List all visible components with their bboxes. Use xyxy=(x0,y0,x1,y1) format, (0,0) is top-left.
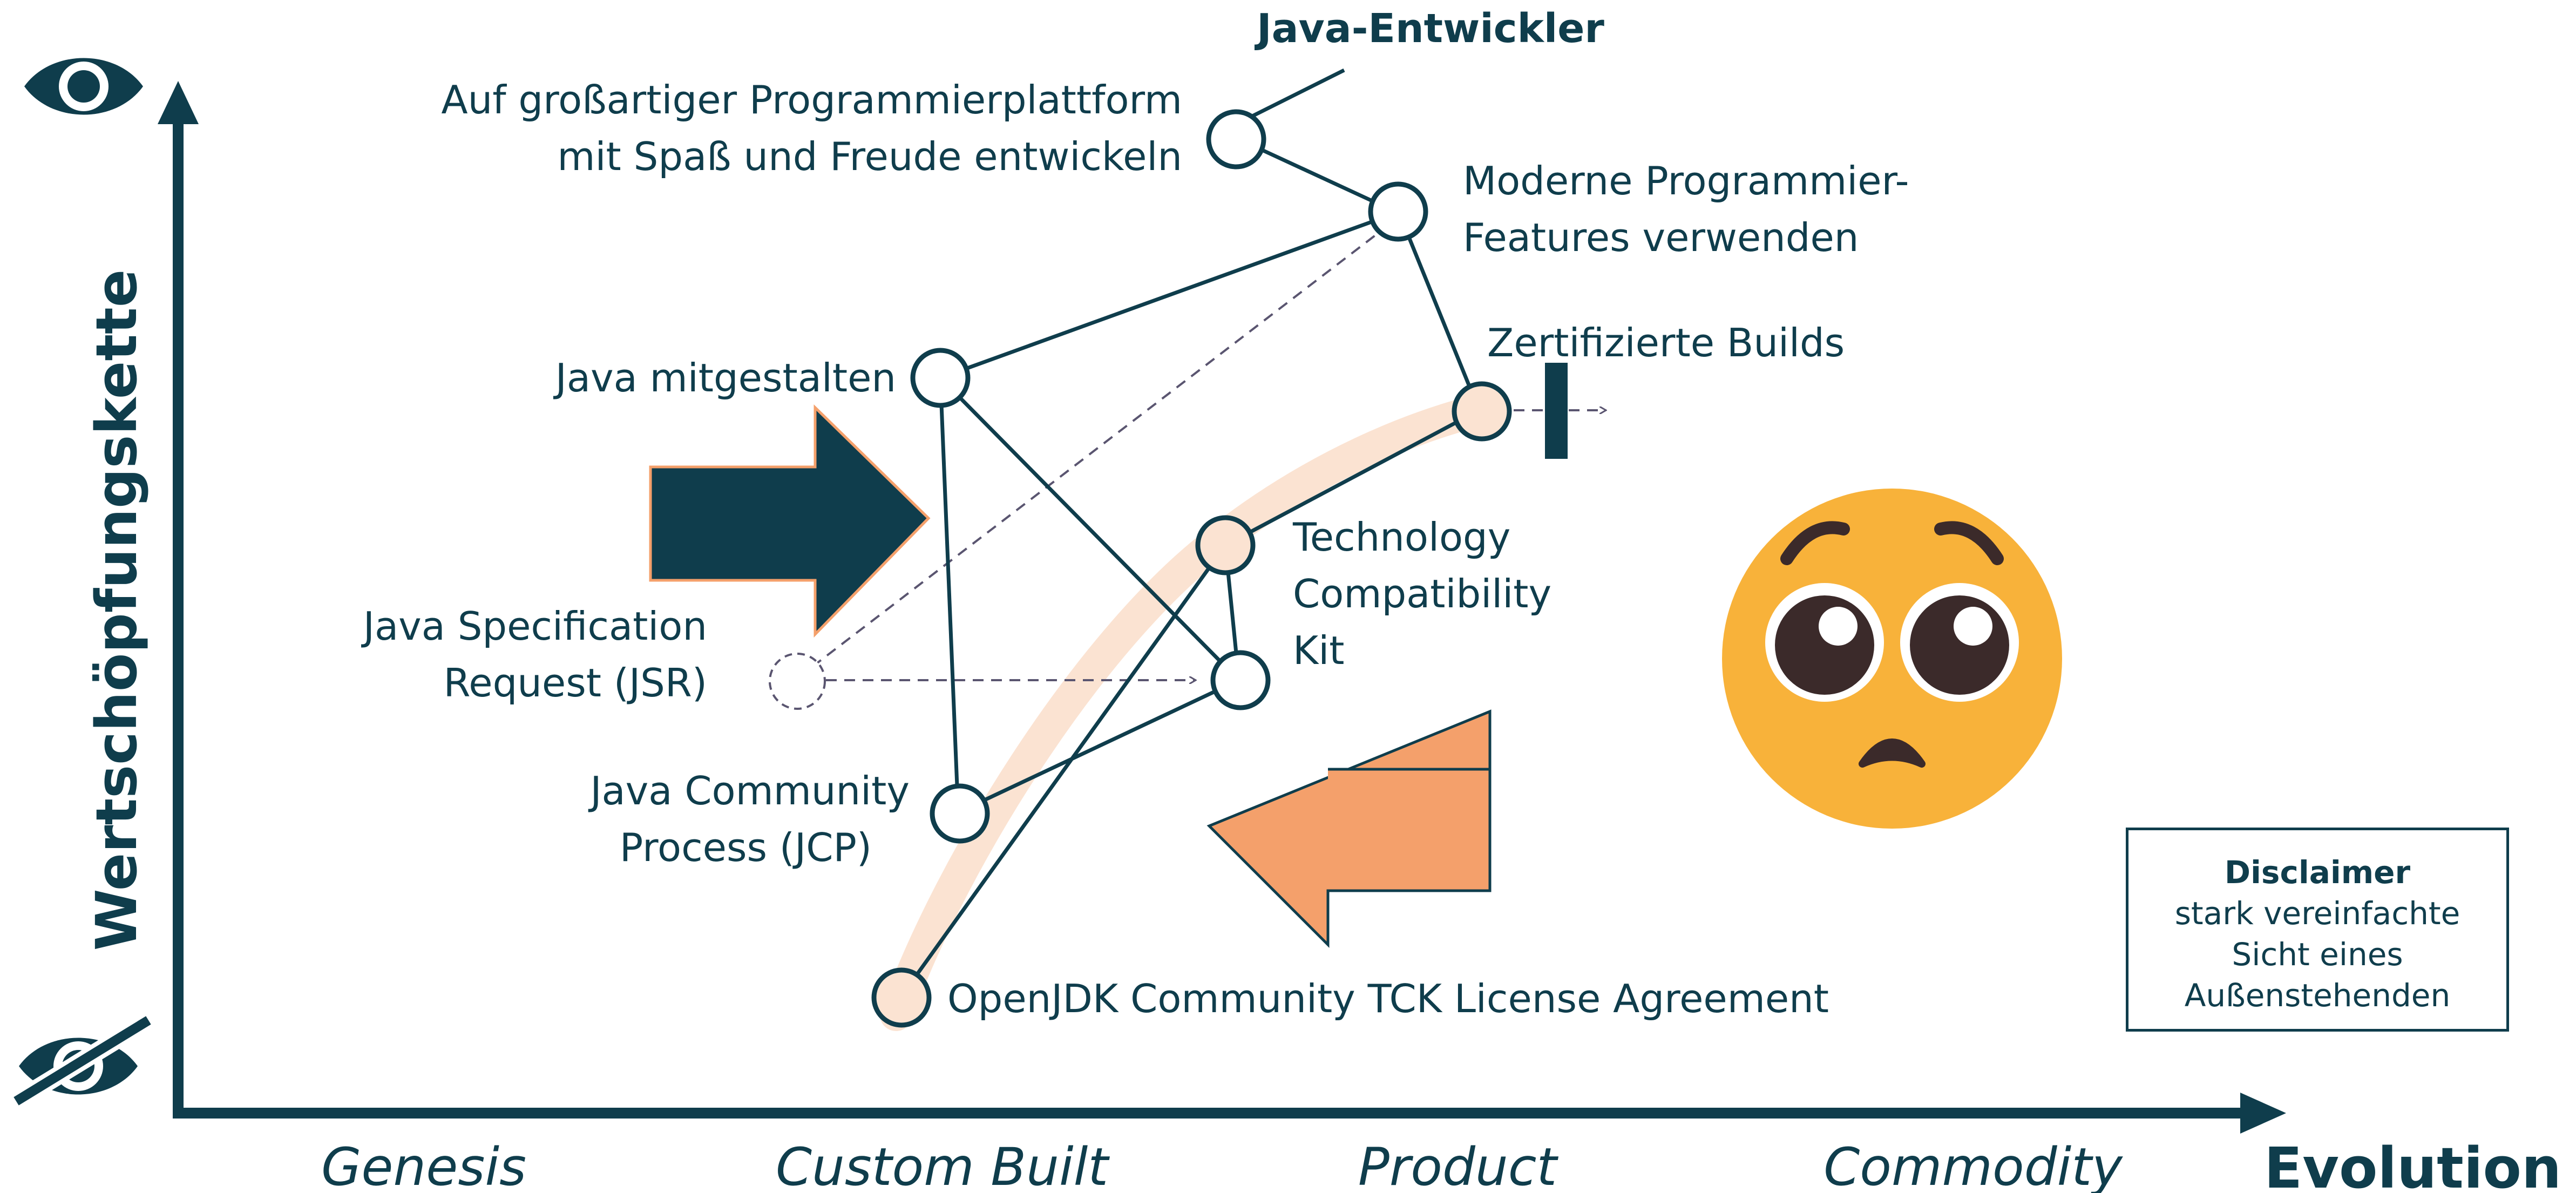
stage-custom-built: Custom Built xyxy=(776,1137,1110,1193)
label-jcp-2: Process (JCP) xyxy=(620,825,872,870)
stage-product: Product xyxy=(1358,1137,1559,1193)
y-axis-label: Wertschöpfungskette xyxy=(84,269,150,951)
label-java-entwickler: Java-Entwickler xyxy=(1254,5,1604,52)
y-axis-arrowhead xyxy=(158,81,199,124)
x-axis-label: Evolution xyxy=(2264,1135,2561,1193)
node-tck[interactable] xyxy=(1195,515,1256,575)
node-need-fun[interactable] xyxy=(1206,109,1266,170)
label-jcp-1: Java Community xyxy=(588,768,910,814)
open-process-arrow xyxy=(649,404,931,638)
label-need-fun-1: Auf großartiger Programmierplattform xyxy=(441,77,1182,123)
label-shape-java: Java mitgestalten xyxy=(553,355,896,401)
label-tck-3: Kit xyxy=(1293,628,1344,673)
axes xyxy=(158,81,2286,1134)
x-axis-arrowhead xyxy=(2240,1093,2286,1134)
label-need-fun-2: mit Spaß und Freude entwickeln xyxy=(557,134,1182,179)
stage-genesis: Genesis xyxy=(321,1137,526,1193)
label-openjdk-license: OpenJDK Community TCK License Agreement xyxy=(947,976,1829,1021)
label-modern-features-1: Moderne Programmier- xyxy=(1463,158,1909,204)
disclaimer-line-3: Außenstehenden xyxy=(2184,977,2451,1014)
licensing-highlight-path xyxy=(880,394,1495,1031)
node-openjdk-license[interactable] xyxy=(871,967,932,1028)
label-jsr-1: Java Specification xyxy=(361,604,707,649)
inertia-bar xyxy=(1545,363,1568,459)
node-jsr[interactable] xyxy=(769,653,826,710)
pleading-face-emoji xyxy=(1722,489,2062,829)
disclaimer-line-1: stark vereinfachte xyxy=(2174,895,2460,932)
eye-icon xyxy=(24,58,143,115)
node-certified-builds[interactable] xyxy=(1452,381,1512,442)
eye-crossed-icon xyxy=(11,1012,153,1109)
label-jsr-2: Request (JSR) xyxy=(444,660,708,706)
label-certified-builds: Zertifizierte Builds xyxy=(1487,320,1845,365)
label-tck-2: Compatibility xyxy=(1293,571,1551,616)
node-jcp[interactable] xyxy=(930,783,990,844)
stage-commodity: Commodity xyxy=(1823,1137,2123,1193)
node-modern-features[interactable] xyxy=(1368,181,1428,242)
label-tck-1: Technology xyxy=(1292,514,1510,560)
disclaimer-box: Disclaimer stark vereinfachte Sicht eine… xyxy=(2126,828,2509,1032)
node-jcp-tck-link[interactable] xyxy=(1210,650,1271,710)
node-shape-java[interactable] xyxy=(910,348,971,408)
label-modern-features-2: Features verwenden xyxy=(1463,215,1859,260)
licensing-arrow xyxy=(1206,709,1492,948)
disclaimer-title: Disclaimer xyxy=(2224,854,2411,891)
disclaimer-line-2: Sicht eines xyxy=(2232,936,2403,973)
